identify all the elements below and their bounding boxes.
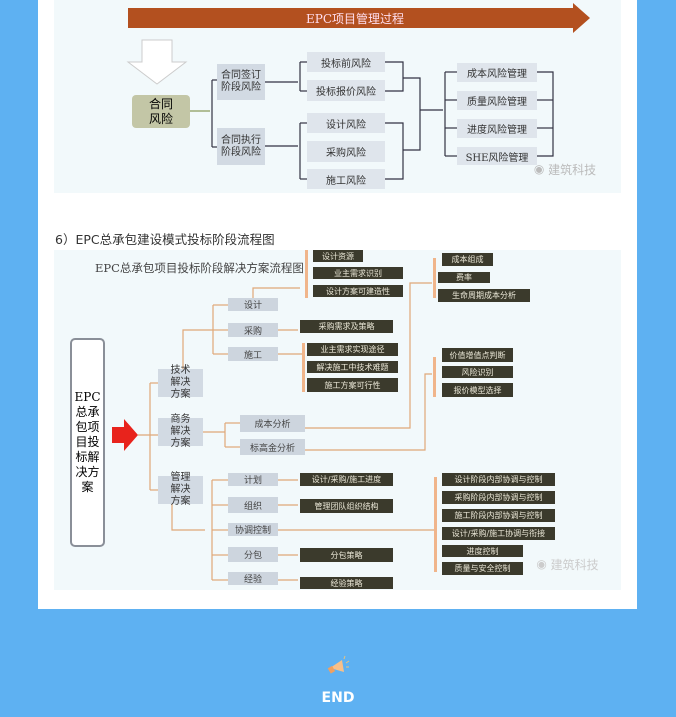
flowchart-title: EPC总承包项目投标阶段解决方案流程图 — [95, 261, 304, 275]
management-item: 成本风险管理 — [457, 63, 537, 82]
risk-item: 采购风险 — [307, 141, 385, 162]
red-arrow-icon — [112, 419, 138, 451]
management-item: 分包 — [228, 547, 278, 562]
wechat-icon: ◉ — [533, 162, 549, 176]
risk-item: 施工风险 — [307, 169, 385, 189]
business-item: 成本分析 — [240, 415, 305, 432]
tech-item: 施工 — [228, 347, 278, 361]
bracket-bar — [434, 477, 437, 572]
management-detail: 经验策略 — [300, 577, 393, 589]
coordination-item: 采购阶段内部协调与控制 — [442, 491, 555, 504]
watermark-text: 建筑科技 — [548, 162, 597, 177]
coordination-item: 设计/采购/施工协调与衔接 — [442, 527, 555, 540]
megaphone-icon — [326, 655, 350, 679]
banner-label: EPC项目管理过程 — [305, 12, 405, 26]
tech-item: 设计 — [228, 298, 278, 311]
bracket-bar — [305, 250, 308, 298]
process-arrow — [128, 3, 590, 33]
business-item: 标高金分析 — [240, 439, 305, 455]
design-detail: 设计资源 — [313, 250, 363, 262]
design-detail: 设计方案可建造性 — [313, 285, 403, 297]
watermark-text: 建筑科技 — [550, 557, 599, 572]
risk-item: 设计风险 — [307, 113, 385, 133]
construction-detail: 施工方案可行性 — [307, 378, 398, 392]
wechat-icon: ◉ — [536, 557, 551, 571]
management-item: 进度风险管理 — [457, 119, 537, 138]
stage-execution: 合同执行阶段风险 — [217, 128, 265, 165]
tech-solution: 技术解决方案 — [158, 365, 203, 400]
management-item: 质量风险管理 — [457, 91, 537, 110]
coordination-item: 设计阶段内部协调与控制 — [442, 473, 555, 486]
watermark: ◉ 建筑科技 — [520, 160, 610, 178]
construction-detail: 解决施工中技术难题 — [307, 361, 398, 373]
design-detail: 业主需求识别 — [313, 267, 403, 279]
management-item: 协调控制 — [228, 523, 278, 536]
management-detail: 管理团队组织结构 — [300, 499, 393, 513]
bracket-bar — [433, 357, 436, 397]
cost-detail: 成本组成 — [442, 253, 493, 266]
bracket-bar — [302, 343, 305, 392]
management-item: 组织 — [228, 497, 278, 513]
root-contract-risk: 合同风险 — [132, 95, 190, 128]
cost-detail: 生命周期成本分析 — [438, 289, 530, 302]
management-detail: 设计/采购/施工进度 — [300, 473, 393, 486]
coordination-item: 质量与安全控制 — [442, 562, 523, 575]
section-heading: 6）EPC总承包建设模式投标阶段流程图 — [55, 232, 275, 247]
markup-detail: 风险识别 — [442, 366, 513, 378]
management-detail: 分包策略 — [300, 548, 393, 562]
down-arrow-icon — [126, 39, 188, 85]
bracket-bar — [433, 258, 436, 298]
management-item: SHE风险管理 — [457, 147, 537, 165]
risk-item: 投标报价风险 — [307, 80, 385, 101]
business-solution: 商务解决方案 — [158, 414, 203, 449]
management-item: 经验 — [228, 572, 278, 585]
management-item: 计划 — [228, 473, 278, 486]
end-label: END — [321, 690, 355, 706]
cost-detail: 费率 — [438, 272, 490, 283]
risk-item: 投标前风险 — [307, 52, 385, 72]
coordination-item: 进度控制 — [442, 545, 523, 557]
tech-item: 采购 — [228, 323, 278, 337]
markup-detail: 价值增值点判断 — [442, 348, 513, 362]
procurement-detail: 采购需求及策略 — [300, 320, 393, 333]
construction-detail: 业主需求实现途径 — [307, 343, 398, 356]
management-solution: 管理解决方案 — [158, 472, 203, 507]
coordination-item: 施工阶段内部协调与控制 — [442, 509, 555, 522]
stage-signing: 合同签订阶段风险 — [217, 64, 265, 100]
markup-detail: 报价模型选择 — [442, 383, 513, 397]
root-epc-box: EPC总承包项目投标解决方案 — [70, 338, 105, 547]
watermark: ◉ 建筑科技 — [525, 556, 610, 572]
